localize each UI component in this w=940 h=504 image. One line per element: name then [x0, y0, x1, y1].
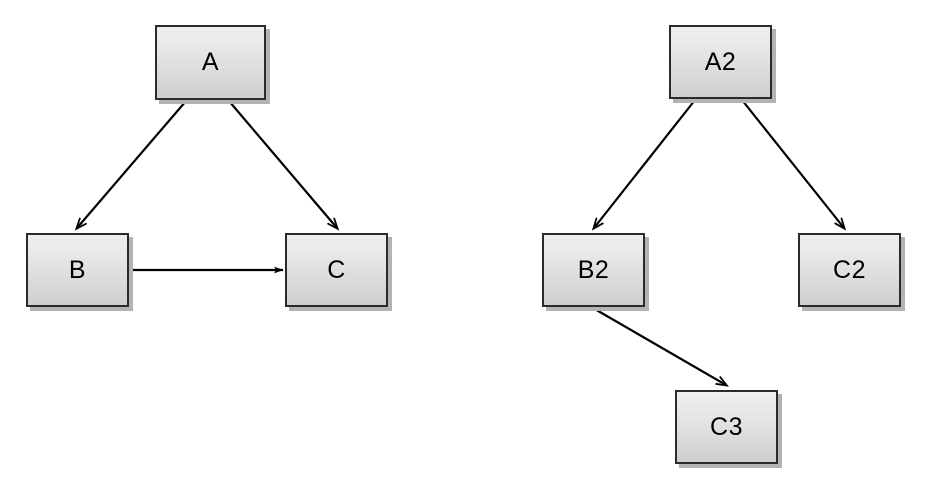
edge-a-b — [74, 100, 187, 231]
node-c[interactable]: C — [285, 233, 388, 307]
edge-b2-c3 — [592, 307, 729, 387]
node-c2[interactable]: C2 — [798, 233, 901, 307]
edge-a2-c2 — [741, 99, 847, 231]
node-c2-label: C2 — [833, 255, 866, 284]
node-c-label: C — [327, 255, 346, 284]
node-a2[interactable]: A2 — [669, 25, 772, 99]
edge-a2-b2 — [591, 99, 696, 231]
node-b[interactable]: B — [26, 233, 129, 307]
node-c3-label: C3 — [710, 412, 743, 441]
node-b2[interactable]: B2 — [542, 233, 645, 307]
node-c3[interactable]: C3 — [675, 390, 778, 464]
node-a[interactable]: A — [155, 25, 266, 100]
node-b2-label: B2 — [577, 255, 610, 284]
node-b-label: B — [68, 255, 87, 284]
node-a2-label: A2 — [704, 47, 737, 76]
edge-a-c — [228, 100, 340, 231]
node-a-label: A — [201, 48, 220, 76]
